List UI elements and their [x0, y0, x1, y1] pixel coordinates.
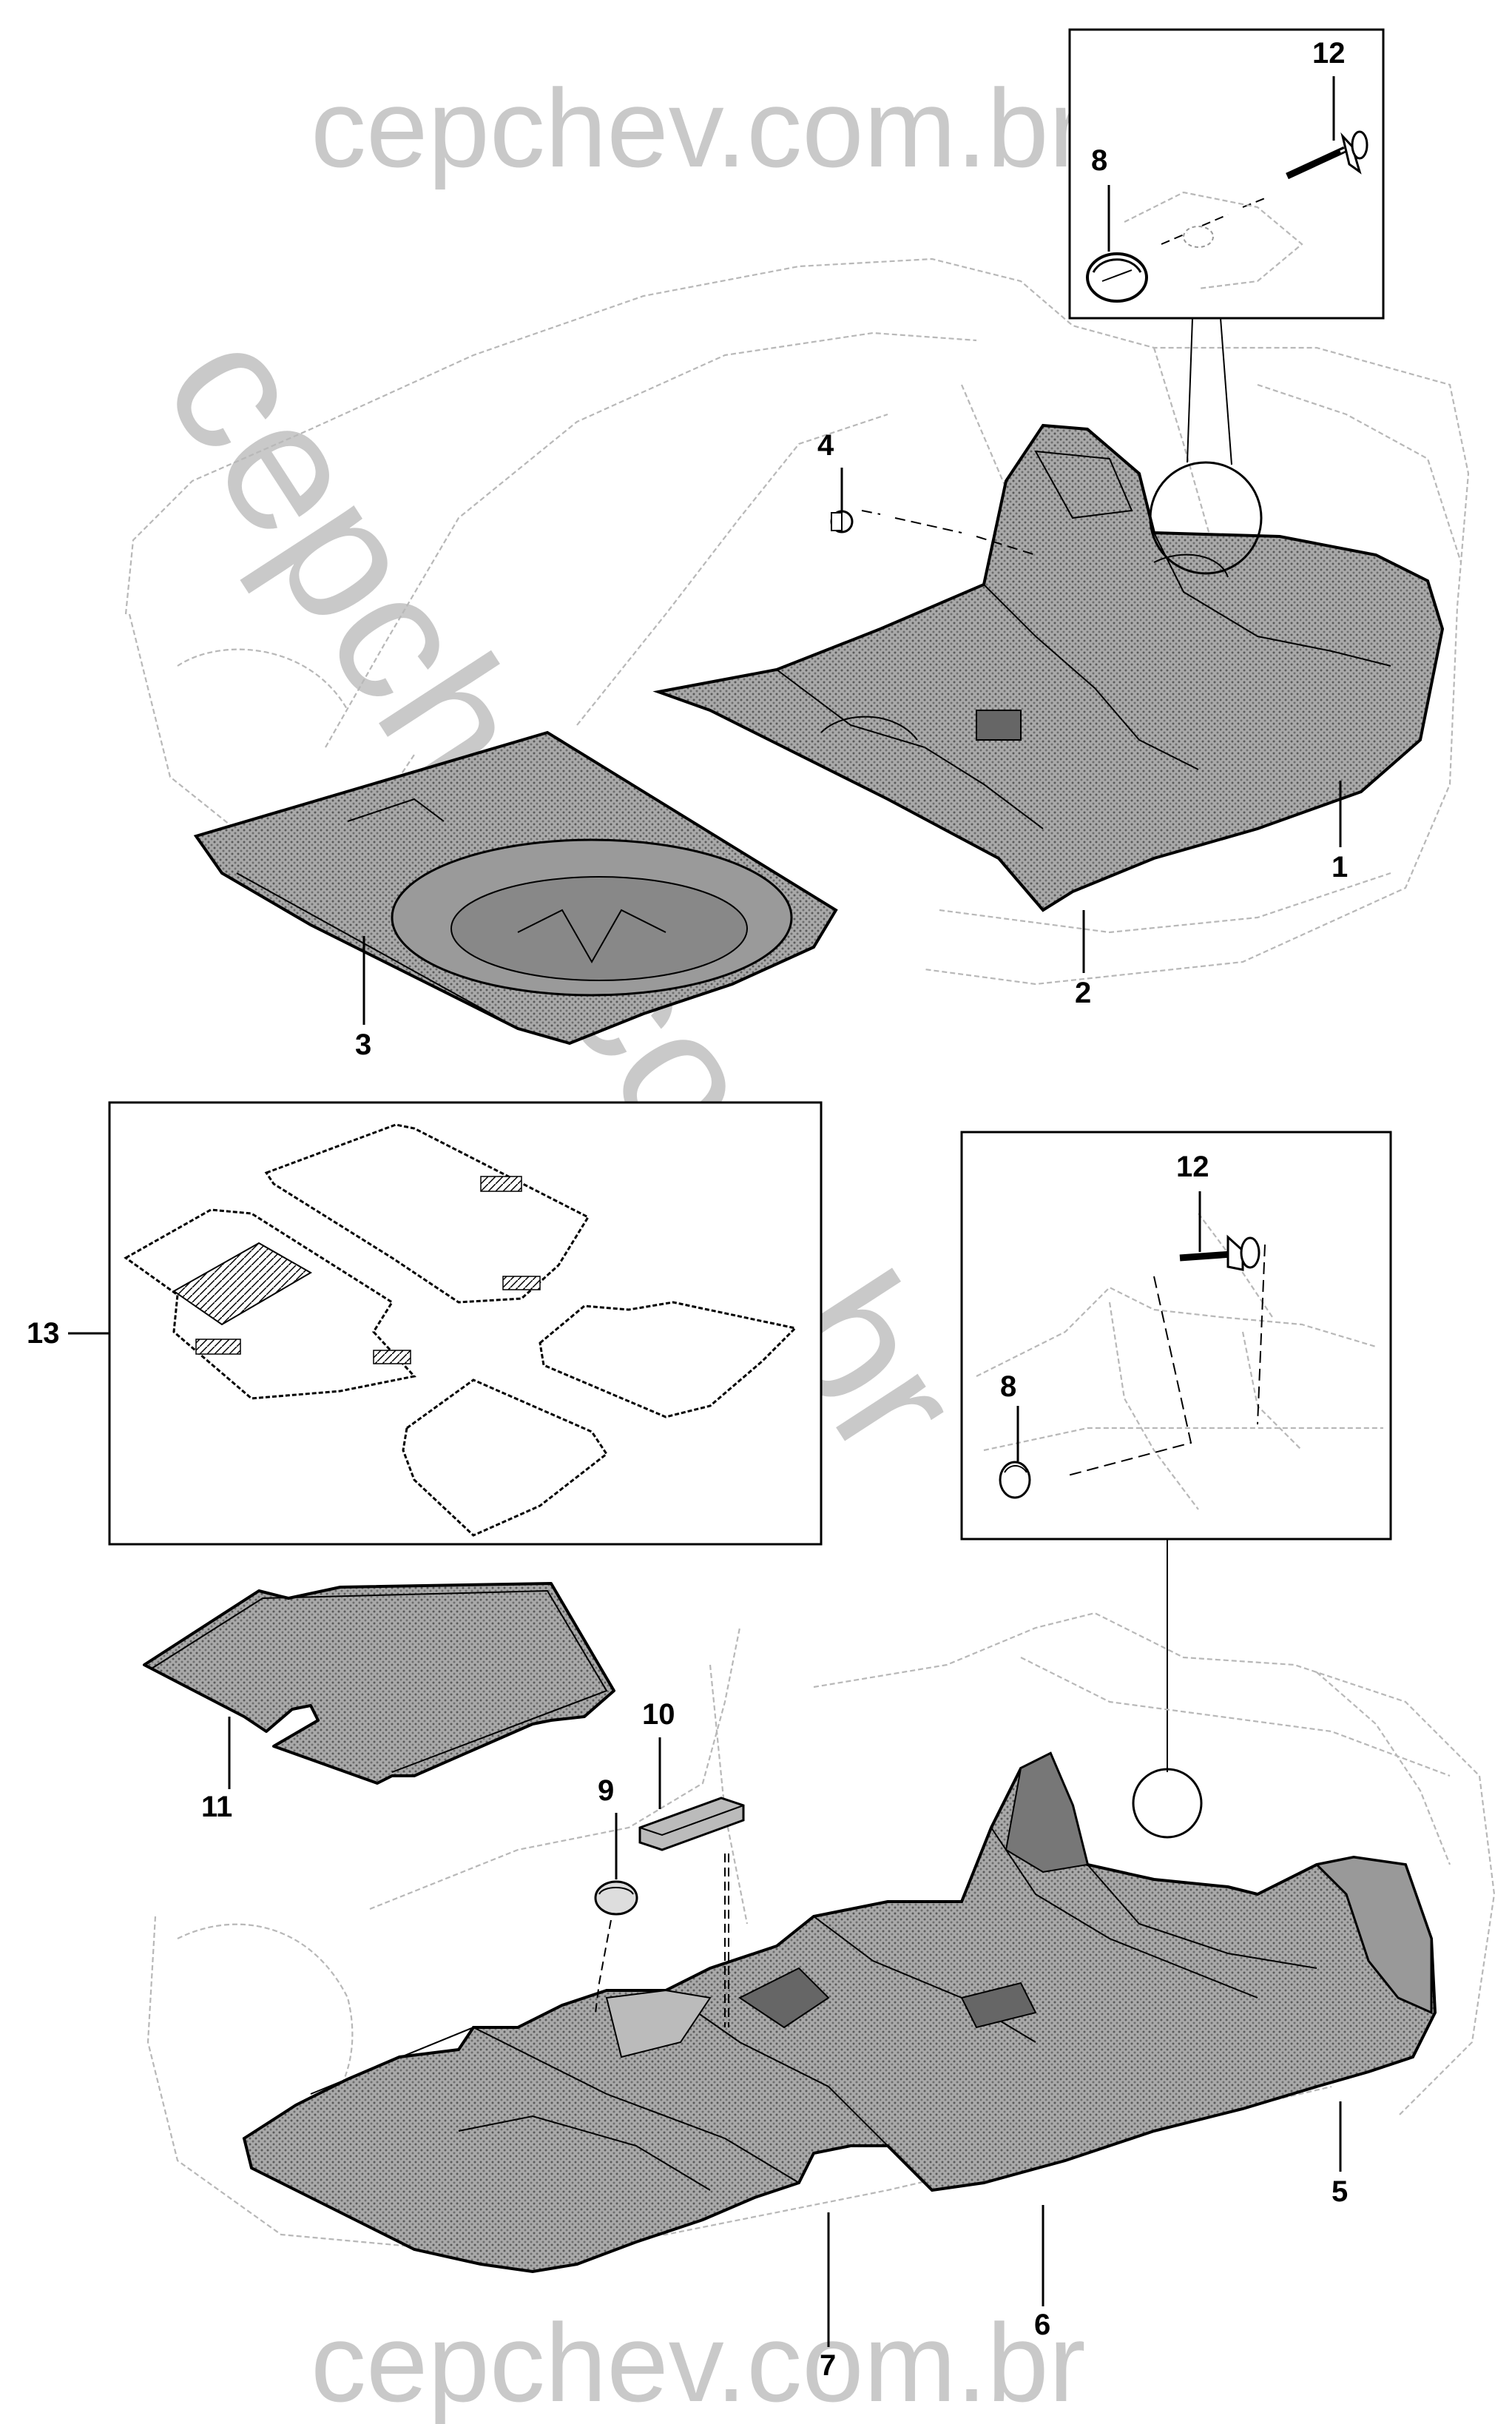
watermark-top: cepchev.com.br	[311, 66, 1086, 190]
clip-4	[830, 510, 1036, 556]
detail-circle-top	[1149, 461, 1263, 575]
callout-7: 7	[820, 2349, 836, 2382]
detail-panel-top	[1068, 28, 1385, 465]
detail-circle-bottom	[1132, 1768, 1203, 1839]
front-floor-carpet	[652, 423, 1445, 912]
main-floor-carpet	[242, 1751, 1437, 2274]
pad-10	[638, 1797, 745, 2027]
callout-12-top: 12	[1312, 37, 1346, 70]
callout-8-bottom: 8	[1000, 1370, 1016, 1403]
callout-10: 10	[642, 1698, 675, 1731]
callout-13: 13	[27, 1317, 60, 1350]
detail-panel-bottom	[960, 1131, 1392, 1772]
cargo-mat-11	[143, 1582, 615, 1785]
floor-mat-set-panel	[108, 1101, 823, 1546]
callout-1: 1	[1332, 851, 1348, 883]
callout-8-top: 8	[1091, 144, 1107, 177]
clip-9	[594, 1880, 638, 2013]
callout-3: 3	[355, 1028, 371, 1061]
callout-6: 6	[1034, 2309, 1050, 2341]
callout-12-bottom: 12	[1176, 1151, 1209, 1183]
callout-5: 5	[1332, 2175, 1348, 2208]
callout-4: 4	[817, 429, 834, 462]
trunk-floor-mat	[193, 730, 838, 1046]
callout-2: 2	[1075, 977, 1091, 1009]
callout-9: 9	[598, 1774, 614, 1807]
callout-11: 11	[201, 1791, 232, 1823]
watermark-bottom: cepchev.com.br	[311, 2300, 1086, 2424]
